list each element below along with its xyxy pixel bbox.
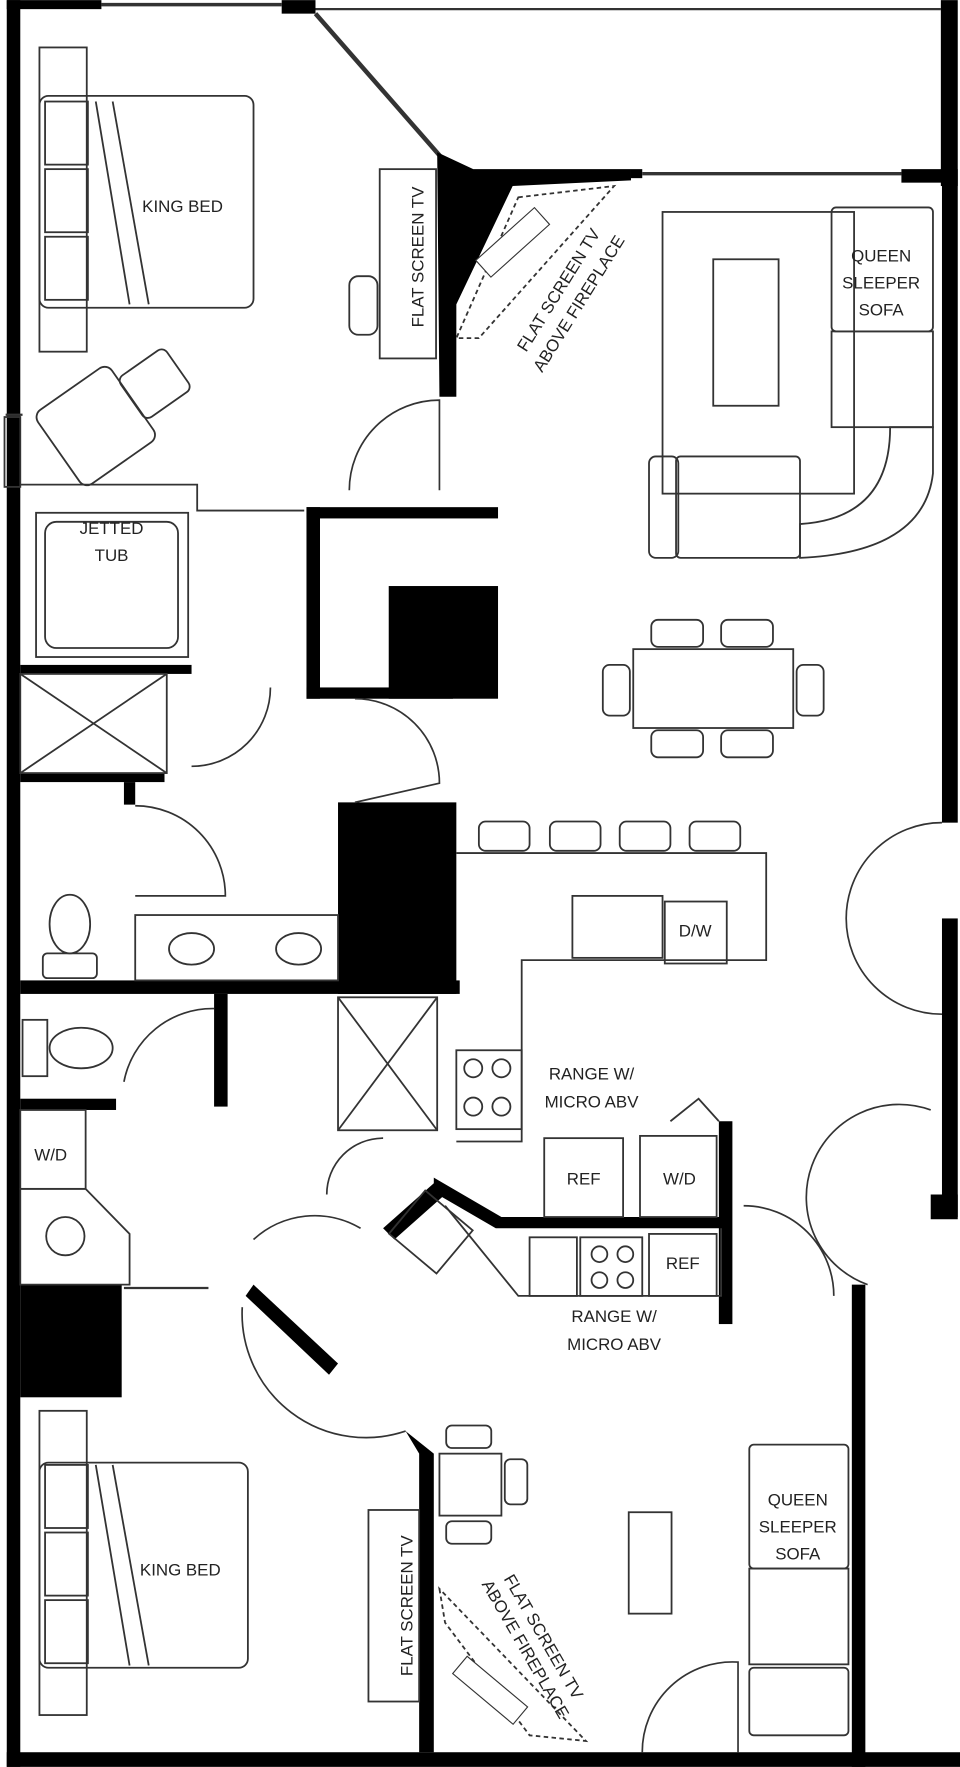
label-sofa: SLEEPER [759,1518,837,1537]
label-ref: REF [567,1169,601,1188]
chair [348,275,379,336]
kitchen-top [455,820,768,1218]
door[interactable] [805,1103,931,1286]
label-dw: D/W [679,921,712,940]
door[interactable] [325,1137,384,1195]
tv-stand-bottom [367,1509,421,1703]
door[interactable] [135,804,227,897]
sofa-bottom [748,1443,850,1737]
sofa-top [648,206,934,559]
door[interactable] [743,1204,835,1296]
fireplace-top [454,184,617,340]
door[interactable] [191,687,272,768]
bath [19,511,439,1286]
label-king-bed: KING BED [140,1560,221,1579]
door[interactable] [241,1307,406,1439]
label-range: RANGE W/ [549,1065,635,1084]
label-sofa: SLEEPER [842,274,920,293]
label-sofa: QUEEN [768,1490,828,1509]
label-flat-tv: FLAT SCREEN TV [397,1535,416,1677]
label-king-bed: KING BED [142,197,223,216]
door[interactable] [252,1214,361,1241]
bed-bottom [38,1409,249,1716]
bed-top [38,46,255,353]
kitchen-bottom [387,1189,723,1297]
label-tub: JETTED [80,519,144,538]
label-wd: W/D [34,1146,67,1165]
label-sofa: SOFA [859,301,905,320]
dining-table [601,618,825,759]
label-range: MICRO ABV [567,1335,662,1354]
small-table [438,1424,529,1545]
fireplace-bottom [438,1586,589,1743]
label-sofa: SOFA [775,1545,821,1564]
walls [6,0,960,1767]
door[interactable] [641,1661,739,1753]
door[interactable] [354,697,441,804]
label-range: RANGE W/ [571,1307,657,1326]
label-sofa: QUEEN [851,247,911,266]
ottoman [118,348,191,419]
doors[interactable] [3,399,942,1753]
door[interactable] [348,399,441,491]
armchair [35,365,156,487]
label-tub: TUB [95,546,129,565]
door[interactable] [123,1007,215,1082]
coffee-table-bottom [627,1511,673,1615]
label-flat-tv: FLAT SCREEN TV [409,186,428,328]
label-range: MICRO ABV [545,1093,640,1112]
label-ref: REF [666,1254,700,1273]
labels: KING BED FLAT SCREEN TV FLAT SCREEN TV A… [34,186,920,1722]
rug [661,211,855,495]
door[interactable] [845,821,942,1016]
tv-stand-top [378,168,437,360]
label-wd: W/D [663,1169,696,1188]
coffee-table [712,258,780,407]
